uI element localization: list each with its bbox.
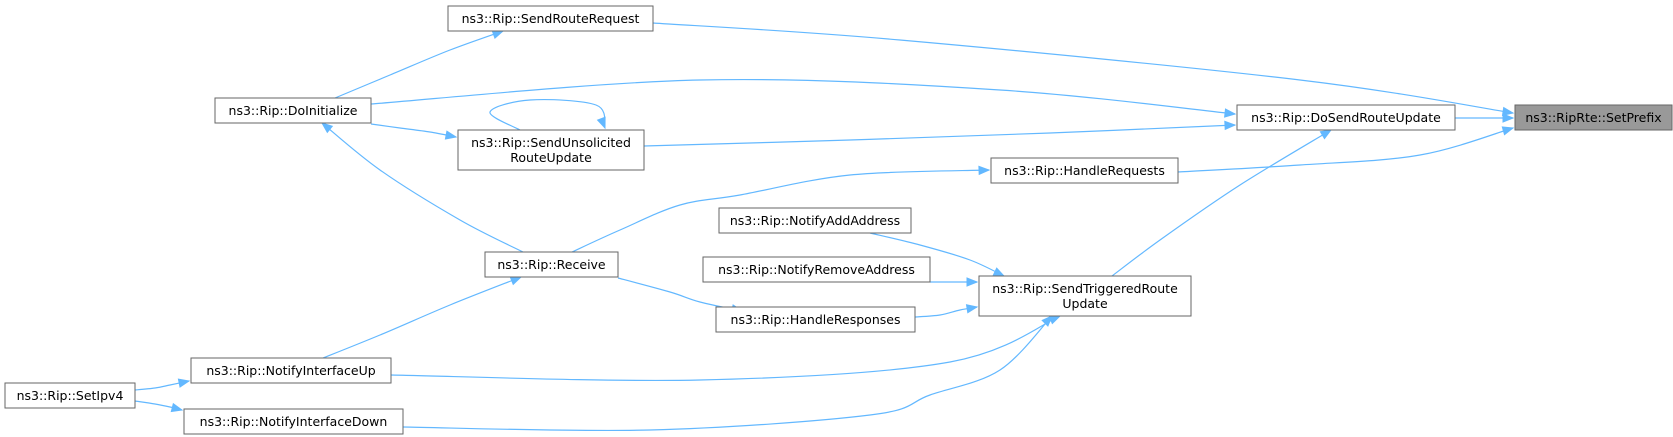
edge-arrowhead xyxy=(1502,113,1515,123)
node-label: ns3::Rip::SendTriggeredRoute xyxy=(992,281,1178,296)
edge-arrowhead xyxy=(1501,106,1515,117)
edge-line xyxy=(370,78,1236,115)
node-handleresponses[interactable]: ns3::Rip::HandleResponses xyxy=(715,306,916,333)
edge-arrowhead xyxy=(320,122,334,134)
edge-handlerequests-to-setprefix xyxy=(1177,126,1515,173)
edge-arrowhead xyxy=(491,30,505,39)
edge-setipv4-to-notifyinterfacedown xyxy=(134,400,184,413)
nodes-layer: ns3::RipRte::SetPrefix ns3::Rip::SendRout… xyxy=(4,5,1673,435)
edge-sendunsolicited-to-sendunsolicited xyxy=(489,99,606,131)
node-label: RouteUpdate xyxy=(510,150,592,165)
node-label: Update xyxy=(1062,296,1108,311)
edge-arrowhead xyxy=(1224,108,1237,118)
node-label: ns3::RipRte::SetPrefix xyxy=(1525,110,1661,125)
node-notifyaddaddress[interactable]: ns3::Rip::NotifyAddAddress xyxy=(718,207,912,234)
edge-receive-to-handlerequests xyxy=(571,165,991,253)
edge-line xyxy=(390,315,1061,382)
edge-notifyaddaddress-to-sendtriggered xyxy=(869,232,1006,277)
edge-arrowhead xyxy=(1501,126,1515,136)
edge-line xyxy=(643,124,1236,147)
node-box[interactable] xyxy=(190,357,392,384)
node-label: ns3::Rip::NotifyRemoveAddress xyxy=(718,262,915,277)
edge-sendunsolicited-to-dosendrouteupdate xyxy=(643,120,1237,147)
node-handlerequests[interactable]: ns3::Rip::HandleRequests xyxy=(990,157,1179,184)
node-box xyxy=(1514,104,1673,131)
node-label: ns3::Rip::NotifyAddAddress xyxy=(730,213,900,228)
node-label: ns3::Rip::DoSendRouteUpdate xyxy=(1251,110,1441,125)
node-label: ns3::Rip::SendUnsolicited xyxy=(471,135,631,150)
edge-line xyxy=(571,169,990,253)
node-receive[interactable]: ns3::Rip::Receive xyxy=(484,251,619,278)
node-box[interactable] xyxy=(702,256,931,283)
node-label: ns3::Rip::DoInitialize xyxy=(229,103,358,118)
node-sendrouterequest[interactable]: ns3::Rip::SendRouteRequest xyxy=(447,5,654,32)
edge-line xyxy=(321,122,524,253)
node-box[interactable] xyxy=(978,275,1192,317)
edge-line xyxy=(370,123,457,138)
node-box[interactable] xyxy=(183,408,404,435)
node-box[interactable] xyxy=(457,129,645,171)
node-label: ns3::Rip::NotifyInterfaceDown xyxy=(200,414,388,429)
node-label: ns3::Rip::SendRouteRequest xyxy=(462,11,640,26)
edge-line xyxy=(489,99,606,131)
node-setipv4[interactable]: ns3::Rip::SetIpv4 xyxy=(4,382,136,409)
edge-line xyxy=(869,232,1005,277)
node-label: ns3::Rip::HandleRequests xyxy=(1004,163,1165,178)
edge-handleresponses-to-sendtriggered xyxy=(914,304,979,318)
node-box[interactable] xyxy=(484,251,619,278)
edge-notifyremoveaddress-to-sendtriggered xyxy=(929,277,979,287)
edge-arrowhead xyxy=(992,267,1006,277)
edge-arrowhead xyxy=(596,116,606,130)
node-box[interactable] xyxy=(990,157,1179,184)
node-notifyremoveaddress[interactable]: ns3::Rip::NotifyRemoveAddress xyxy=(702,256,931,283)
edge-line xyxy=(617,277,743,312)
node-notifyinterfacedown[interactable]: ns3::Rip::NotifyInterfaceDown xyxy=(183,408,404,435)
edge-setipv4-to-notifyinterfaceup xyxy=(134,378,191,391)
edge-receive-to-doinitialize xyxy=(320,122,524,253)
edge-doinitialize-to-sendunsolicited xyxy=(370,123,458,140)
node-box[interactable] xyxy=(214,97,372,124)
edge-arrowhead xyxy=(1041,315,1053,327)
edge-dosendrouteupdate-to-setprefix xyxy=(1455,113,1515,123)
edge-arrowhead xyxy=(170,402,184,413)
node-box[interactable] xyxy=(715,306,916,333)
edge-arrowhead xyxy=(444,130,458,140)
edge-notifyinterfacedown-to-sendtriggered xyxy=(402,315,1053,432)
node-notifyinterfaceup[interactable]: ns3::Rip::NotifyInterfaceUp xyxy=(190,357,392,384)
node-box[interactable] xyxy=(718,207,912,234)
edge-arrowhead xyxy=(965,304,979,314)
edge-sendtriggered-to-dosendrouteupdate xyxy=(1111,129,1333,277)
edge-line xyxy=(1111,129,1332,277)
edge-arrowhead xyxy=(509,276,523,286)
edge-line xyxy=(652,22,1514,114)
edge-line xyxy=(402,315,1053,432)
node-dosendrouteupdate[interactable]: ns3::Rip::DoSendRouteUpdate xyxy=(1236,104,1456,131)
node-label: ns3::Rip::Receive xyxy=(497,257,606,272)
node-box[interactable] xyxy=(447,5,654,32)
edge-arrowhead xyxy=(1224,120,1237,131)
node-label: ns3::Rip::HandleResponses xyxy=(731,312,901,327)
edge-line xyxy=(334,30,504,99)
node-box[interactable] xyxy=(1236,104,1456,131)
edge-notifyinterfaceup-to-receive xyxy=(322,276,523,359)
edge-line xyxy=(322,276,522,359)
edge-doinitialize-to-sendrouterequest xyxy=(334,30,505,99)
node-box[interactable] xyxy=(4,382,136,409)
edge-arrowhead xyxy=(177,378,191,388)
edge-line xyxy=(1177,127,1514,173)
edge-arrowhead xyxy=(1319,129,1333,140)
edge-doinitialize-to-dosendrouteupdate xyxy=(370,78,1237,118)
edge-arrowhead xyxy=(966,277,979,287)
node-label: ns3::Rip::NotifyInterfaceUp xyxy=(206,363,375,378)
node-doinitialize[interactable]: ns3::Rip::DoInitialize xyxy=(214,97,372,124)
edge-sendrouterequest-to-setprefix xyxy=(652,22,1515,117)
node-setprefix: ns3::RipRte::SetPrefix xyxy=(1514,104,1673,131)
node-label: ns3::Rip::SetIpv4 xyxy=(17,388,124,403)
edge-arrowhead xyxy=(978,165,991,176)
